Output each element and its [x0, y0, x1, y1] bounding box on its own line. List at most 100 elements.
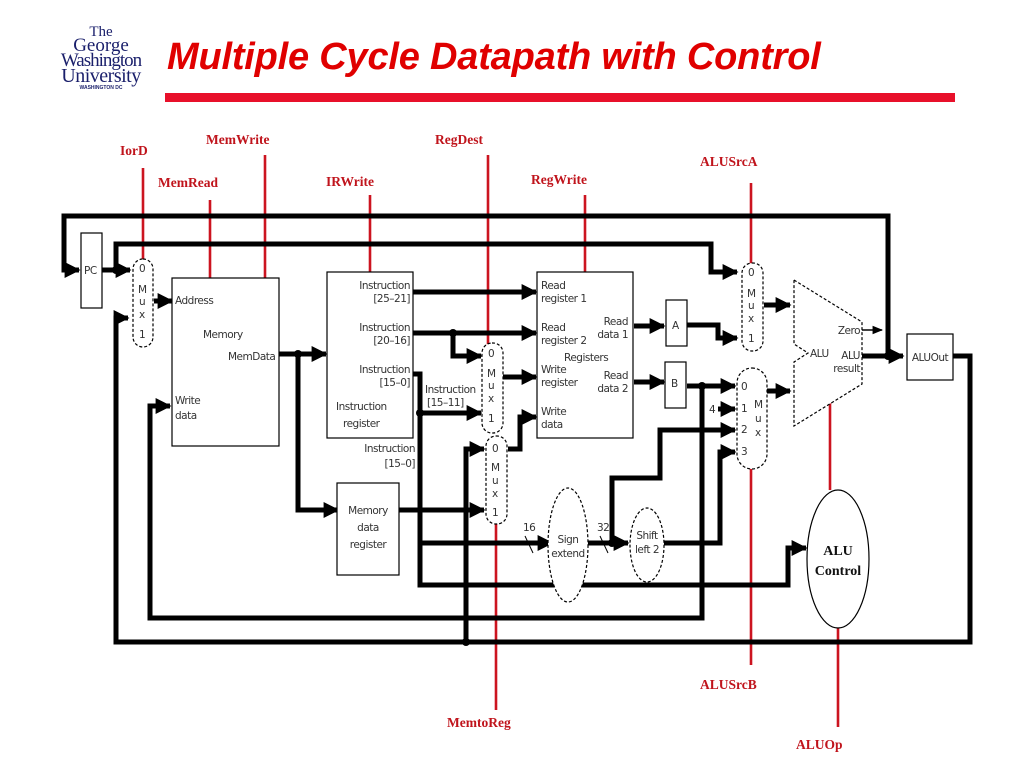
logo-line: WASHINGTON DC [79, 85, 123, 92]
regdest-mux: 0 M u x 1 [481, 342, 504, 434]
b-to-writedata-bus [147, 384, 705, 621]
rr2-label: Read [541, 322, 565, 334]
irwrite-label: IRWrite [326, 174, 374, 189]
mux-letter: x [488, 393, 494, 405]
alusrcb-mux: 0 1 2 3 M u x [736, 367, 768, 470]
alu: ALU Zero ALU result [793, 278, 863, 428]
mux-letter: M [754, 399, 763, 411]
regdest-label: RegDest [435, 132, 483, 147]
sign-extend-label: Sign [558, 534, 579, 546]
mux-input-0: 0 [741, 381, 747, 393]
write-data-label: Write [175, 395, 200, 407]
university-logo: The George Washington University WASHING… [40, 24, 162, 96]
rd1-label: Read [604, 316, 628, 328]
mdr-label: register [350, 539, 388, 551]
mux-input-0: 0 [492, 443, 498, 455]
mdr-label: Memory [348, 505, 388, 517]
mux-input-3: 3 [741, 446, 747, 458]
ir-15-0-label: [15–0] [385, 458, 416, 470]
iord-mux: 0 M u x 1 [132, 258, 154, 348]
ir-field-label: Instruction [359, 280, 410, 292]
ir-name: register [343, 418, 381, 430]
pc-to-alusrca-bus [113, 241, 739, 281]
logo-line: University [61, 65, 141, 88]
bus-width-32: 32 [597, 522, 609, 534]
mux-letter: M [491, 462, 500, 474]
registers-title: Registers [564, 352, 608, 364]
mux-input-2: 2 [741, 424, 747, 436]
mux-letter: M [747, 288, 756, 300]
mdr-label: data [357, 522, 379, 534]
mux-letter: u [492, 475, 498, 487]
logo-line: George [73, 35, 129, 56]
mux-input-0: 0 [748, 267, 754, 279]
ir-field-label: [15–0] [380, 377, 411, 389]
memread-label: MemRead [158, 175, 218, 190]
ir-20-16-to-mux [450, 333, 483, 365]
iord-label: IorD [120, 143, 148, 158]
ir-name: Instruction [336, 401, 387, 413]
rr2-label: register 2 [541, 335, 587, 347]
title-underline [165, 93, 955, 102]
a-to-mux-bus [687, 322, 739, 347]
slide-title: Multiple Cycle Datapath with Control [167, 36, 821, 78]
rd1-label: data 1 [597, 329, 628, 341]
mux-letter: x [139, 309, 145, 321]
ir-field-label: Instruction [359, 322, 410, 334]
shift-left-label: Shift [636, 530, 658, 542]
ir-15-11-label: Instruction [425, 384, 476, 396]
ir-field-label: [20–16] [373, 335, 410, 347]
alusrca-mux: 0 M u x 1 [741, 262, 764, 352]
memtoreg-mux: 0 M u x 1 [485, 435, 508, 525]
alu-result-label: ALU [841, 350, 860, 362]
mux-letter: x [755, 427, 761, 439]
aluout-to-mux-bus [113, 309, 973, 645]
wd-label: Write [541, 406, 566, 418]
mux-letter: M [138, 284, 147, 296]
sign-extend-to-mux-bus [584, 421, 737, 546]
regwrite-label: RegWrite [531, 172, 587, 187]
mux-input-1: 1 [748, 333, 754, 345]
bus-width-16: 16 [523, 522, 536, 534]
alusrcb-label: ALUSrcB [700, 677, 757, 692]
memory-unit: Address Memory MemData Write data [171, 277, 280, 447]
memory-address-label: Address [175, 295, 213, 307]
const-4-label: 4 [709, 404, 716, 416]
ir-field-label: [25–21] [373, 293, 410, 305]
memtoreg-mux-out [508, 408, 538, 452]
memory-title: Memory [203, 329, 243, 341]
memdata-to-mdr-bus [295, 354, 340, 519]
rr1-label: register 1 [541, 293, 587, 305]
rr1-label: Read [541, 280, 565, 292]
mux-input-0: 0 [139, 263, 145, 275]
sign-extend-label: extend [551, 548, 584, 560]
mux-letter: u [488, 380, 494, 392]
write-data-label: data [175, 410, 197, 422]
sign-extend-unit: Sign extend [547, 487, 589, 603]
mux-input-1: 1 [488, 413, 494, 425]
memtoreg-label: MemtoReg [447, 715, 511, 730]
wr-label: Write [541, 364, 566, 376]
alu-label: ALU [810, 348, 829, 360]
mux-input-0: 0 [488, 348, 494, 360]
instruction-register: Instruction [25–21] Instruction [20–16] … [326, 271, 414, 439]
rd2-label: data 2 [597, 383, 628, 395]
alu-control-label: ALU [823, 544, 853, 559]
b-register: B [664, 361, 687, 409]
alu-control-unit: ALU Control [806, 489, 870, 629]
rd2-label: Read [604, 370, 628, 382]
register-file: Read register 1 Read register 2 Read dat… [536, 271, 634, 439]
logo-line: The [89, 24, 113, 40]
bus-slash [599, 535, 609, 554]
a-label: A [672, 320, 680, 332]
shift-to-mux-bus [664, 443, 737, 546]
logo-line: Washington [60, 50, 142, 72]
ir-15-11-label: [15–11] [427, 397, 464, 409]
mux-input-1: 1 [492, 507, 498, 519]
mux-letter: u [139, 296, 145, 308]
pc-label: PC [84, 265, 97, 277]
buses [61, 213, 973, 645]
mux-input-1: 1 [139, 329, 145, 341]
zero-label: Zero [838, 325, 860, 337]
mux-letter: x [748, 313, 754, 325]
